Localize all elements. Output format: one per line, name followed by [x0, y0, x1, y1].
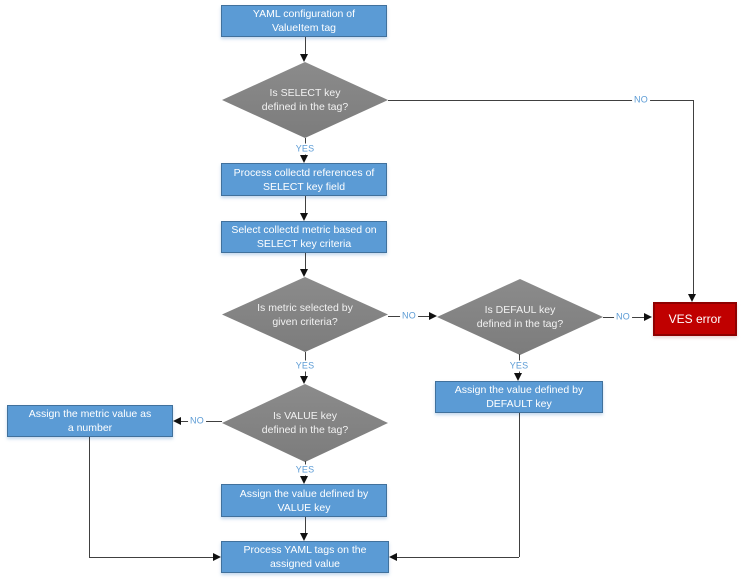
node-ves-error-label: VES error — [668, 312, 722, 326]
arrowhead-metric-yes — [300, 376, 308, 384]
connector-references-to-metric — [305, 196, 306, 214]
edge-label-select-no: NO — [632, 94, 650, 106]
decision-value-key: Is VALUE key defined in the tag? — [222, 384, 388, 462]
connector-assign-number-to-yaml — [89, 557, 213, 558]
connector-metric-to-decision — [305, 253, 306, 270]
edge-label-select-yes: YES — [293, 143, 317, 155]
node-assign-default: Assign the value defined by DEFAULT key — [435, 381, 603, 413]
edge-label-metric-no: NO — [400, 310, 418, 322]
decision-select-key-label: Is SELECT key defined in the tag? — [261, 87, 349, 113]
edge-label-metric-yes: YES — [293, 360, 317, 372]
connector-assign-default-down — [519, 413, 520, 557]
connector-start-to-select — [305, 37, 306, 56]
arrowhead-start-to-select — [300, 54, 308, 62]
node-assign-default-label: Assign the value defined by DEFAULT key — [454, 384, 584, 410]
node-process-yaml: Process YAML tags on the assigned value — [221, 541, 389, 573]
connector-select-no-horizontal — [388, 100, 693, 101]
arrowhead-select-yes — [300, 155, 308, 163]
arrowhead-select-no — [688, 294, 696, 302]
node-process-references-label: Process collectd references of SELECT ke… — [233, 166, 375, 193]
decision-default-key-label: Is DEFAUL key defined in the tag? — [476, 304, 564, 330]
arrowhead-default-yes — [514, 373, 522, 381]
node-select-metric-label: Select collectd metric based on SELECT k… — [231, 224, 377, 250]
arrowhead-value-no — [173, 417, 181, 425]
arrowhead-metric-no — [429, 312, 437, 320]
arrowhead-references-to-metric — [300, 213, 308, 221]
node-assign-value: Assign the value defined by VALUE key — [221, 484, 387, 517]
edge-label-default-yes: YES — [507, 360, 531, 372]
arrowhead-assign-number-to-yaml — [213, 553, 221, 561]
connector-assign-to-yaml — [305, 517, 306, 534]
edge-label-value-no: NO — [188, 415, 206, 427]
decision-default-key: Is DEFAUL key defined in the tag? — [437, 279, 603, 355]
arrowhead-value-yes — [300, 476, 308, 484]
edge-label-default-no: NO — [614, 311, 632, 323]
node-select-metric: Select collectd metric based on SELECT k… — [221, 221, 387, 253]
connector-select-no-vertical — [693, 100, 694, 296]
node-process-references: Process collectd references of SELECT ke… — [221, 163, 387, 196]
arrowhead-metric-to-decision — [300, 269, 308, 277]
node-assign-number: Assign the metric value as a number — [7, 405, 173, 437]
decision-metric-selected-label: Is metric selected by given criteria? — [257, 301, 353, 328]
node-assign-value-label: Assign the value defined by VALUE key — [239, 487, 369, 514]
connector-assign-number-down — [89, 437, 90, 557]
edge-label-value-yes: YES — [293, 464, 317, 476]
arrowhead-default-no — [644, 313, 652, 321]
decision-value-key-label: Is VALUE key defined in the tag? — [261, 410, 349, 436]
decision-metric-selected: Is metric selected by given criteria? — [222, 277, 388, 352]
arrowhead-assign-default-to-yaml — [389, 553, 397, 561]
node-start-label: YAML configuration of ValueItem tag — [252, 8, 356, 34]
arrowhead-assign-to-yaml — [300, 533, 308, 541]
node-ves-error: VES error — [653, 302, 737, 336]
connector-assign-default-to-yaml — [397, 557, 519, 558]
decision-select-key: Is SELECT key defined in the tag? — [222, 62, 388, 138]
node-process-yaml-label: Process YAML tags on the assigned value — [243, 544, 367, 570]
node-assign-number-label: Assign the metric value as a number — [28, 408, 152, 434]
node-start: YAML configuration of ValueItem tag — [221, 5, 387, 37]
